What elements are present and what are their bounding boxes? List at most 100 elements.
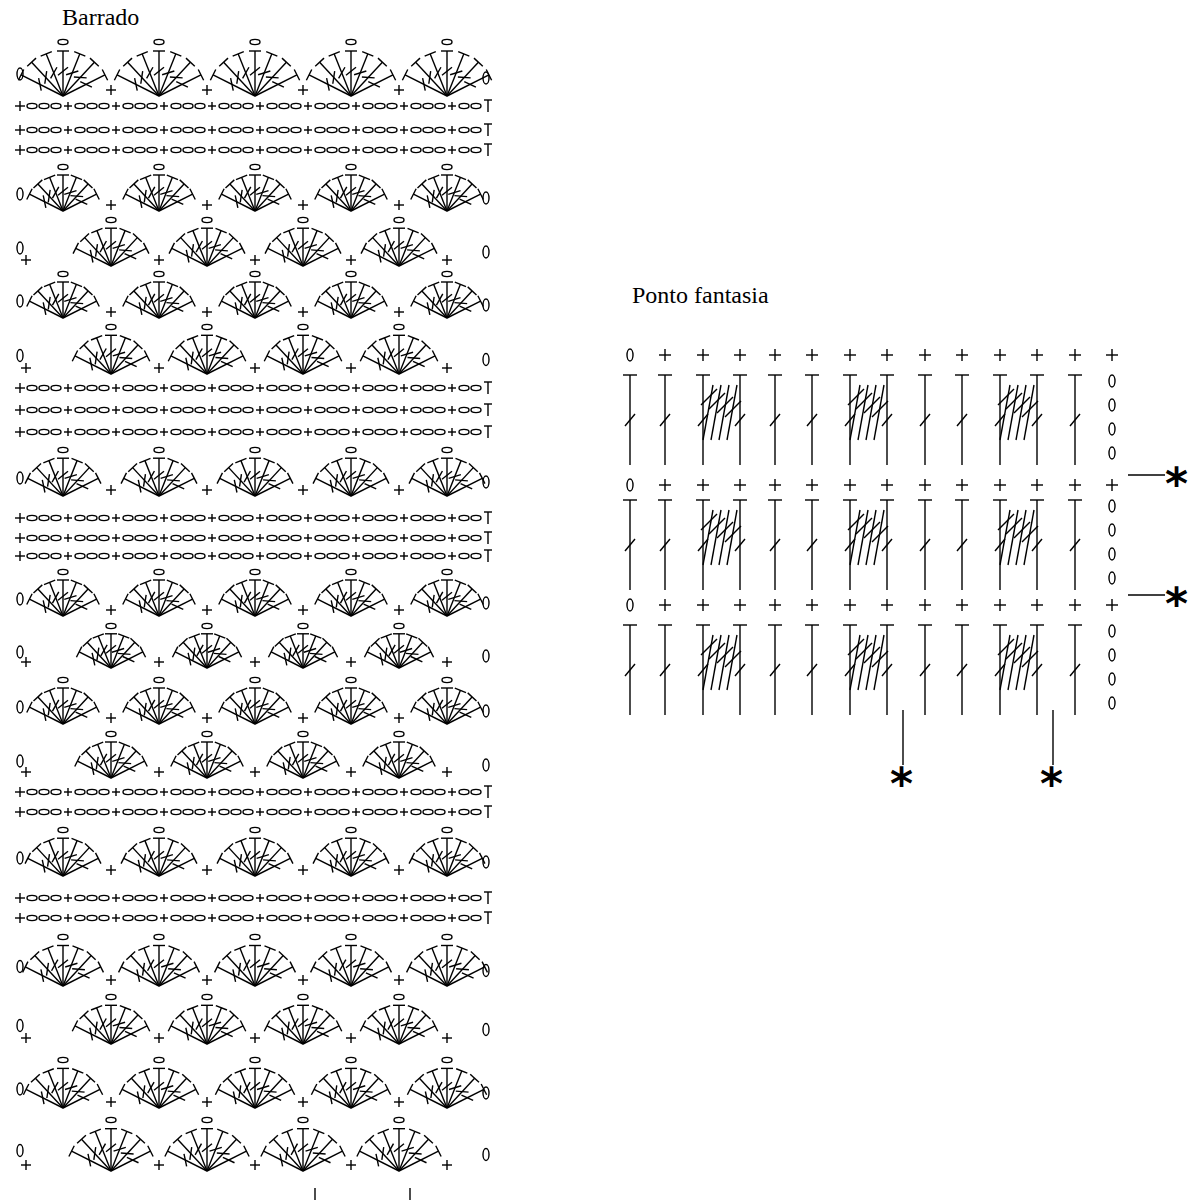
chain-symbol bbox=[17, 68, 23, 80]
chain-symbol bbox=[387, 147, 397, 152]
chain-symbol bbox=[394, 217, 404, 222]
double-crochet-symbol bbox=[210, 70, 215, 81]
double-crochet-symbol bbox=[201, 335, 213, 336]
single-crochet-symbol bbox=[398, 307, 399, 317]
double-crochet-symbol bbox=[240, 474, 242, 487]
double-crochet-symbol bbox=[411, 58, 420, 66]
double-crochet-symbol bbox=[96, 473, 101, 484]
chain-symbol bbox=[87, 915, 97, 920]
single-crochet-symbol bbox=[206, 713, 207, 723]
chain-symbol bbox=[375, 535, 385, 540]
single-crochet-symbol bbox=[158, 657, 159, 667]
chain-symbol bbox=[75, 553, 85, 558]
double-crochet-symbol bbox=[133, 848, 159, 876]
chain-symbol bbox=[471, 429, 481, 434]
single-crochet-symbol bbox=[307, 428, 308, 436]
double-crochet-symbol bbox=[484, 511, 492, 512]
double-crochet-symbol bbox=[268, 199, 280, 204]
single-crochet-symbol bbox=[67, 384, 68, 392]
double-crochet-symbol bbox=[63, 291, 88, 318]
double-crochet-symbol bbox=[215, 962, 220, 973]
double-crochet-symbol bbox=[359, 175, 370, 179]
double-crochet-symbol bbox=[130, 287, 139, 295]
chain-symbol bbox=[154, 677, 164, 682]
double-crochet-symbol bbox=[345, 174, 357, 175]
chain-symbol bbox=[327, 407, 337, 412]
double-crochet-symbol bbox=[137, 52, 148, 56]
single-crochet-symbol bbox=[19, 787, 20, 797]
double-crochet-symbol bbox=[217, 853, 222, 864]
double-crochet-symbol bbox=[169, 946, 180, 950]
double-crochet-symbol bbox=[240, 350, 245, 361]
double-crochet-symbol bbox=[244, 960, 250, 971]
chain-symbol bbox=[363, 535, 373, 540]
double-crochet-symbol bbox=[65, 963, 77, 967]
double-crochet-symbol bbox=[92, 653, 95, 666]
double-crochet-symbol bbox=[183, 952, 192, 960]
double-crochet-symbol bbox=[94, 594, 99, 605]
double-crochet-symbol bbox=[413, 361, 425, 366]
chain-symbol bbox=[375, 147, 385, 152]
double-crochet-symbol bbox=[402, 70, 407, 81]
double-crochet-symbol bbox=[427, 458, 438, 462]
double-crochet-symbol bbox=[416, 62, 447, 96]
double-crochet-symbol bbox=[430, 756, 435, 767]
double-crochet-symbol bbox=[484, 549, 492, 550]
double-crochet-symbol bbox=[384, 757, 386, 770]
double-crochet-symbol bbox=[330, 860, 333, 873]
double-crochet-symbol bbox=[70, 600, 83, 602]
double-crochet-symbol bbox=[159, 848, 185, 876]
double-crochet-symbol bbox=[427, 600, 430, 613]
double-crochet-symbol bbox=[338, 582, 351, 616]
double-crochet-symbol bbox=[178, 747, 187, 755]
single-crochet-symbol bbox=[163, 894, 164, 902]
double-crochet-symbol bbox=[235, 302, 238, 315]
double-crochet-symbol bbox=[436, 700, 442, 711]
chain-symbol bbox=[387, 535, 397, 540]
double-crochet-symbol bbox=[257, 855, 269, 859]
double-crochet-symbol bbox=[188, 742, 199, 746]
double-crochet-symbol bbox=[159, 194, 193, 211]
chain-symbol bbox=[387, 809, 397, 814]
single-crochet-symbol bbox=[115, 126, 116, 134]
double-crochet-symbol bbox=[50, 284, 63, 318]
chain-symbol bbox=[135, 915, 145, 920]
chain-symbol bbox=[315, 789, 325, 794]
chain-symbol bbox=[147, 535, 157, 540]
chain-symbol bbox=[375, 553, 385, 558]
double-crochet-symbol bbox=[419, 956, 447, 986]
double-crochet-symbol bbox=[425, 969, 428, 982]
chain-symbol bbox=[243, 407, 253, 412]
double-crochet-symbol bbox=[263, 688, 274, 692]
double-crochet-symbol bbox=[62, 458, 63, 496]
double-crochet-symbol bbox=[148, 471, 154, 482]
double-crochet-symbol bbox=[97, 231, 111, 266]
double-crochet-symbol bbox=[159, 54, 176, 96]
double-crochet-symbol bbox=[254, 580, 255, 616]
chain-symbol bbox=[39, 407, 49, 412]
double-crochet-symbol bbox=[207, 751, 232, 778]
single-crochet-symbol bbox=[355, 384, 356, 392]
double-crochet-symbol bbox=[255, 697, 280, 724]
chain-symbol bbox=[339, 809, 349, 814]
double-crochet-symbol bbox=[172, 647, 177, 658]
single-crochet-symbol bbox=[67, 406, 68, 414]
double-crochet-symbol bbox=[454, 302, 467, 304]
double-crochet-symbol bbox=[48, 190, 50, 203]
double-crochet-symbol bbox=[215, 357, 228, 359]
double-crochet-symbol bbox=[65, 475, 77, 479]
double-crochet-symbol bbox=[378, 358, 381, 371]
double-crochet-symbol bbox=[44, 282, 55, 286]
single-crochet-symbol bbox=[211, 788, 212, 796]
chain-symbol bbox=[279, 385, 289, 390]
double-crochet-symbol bbox=[241, 461, 255, 496]
double-crochet-symbol bbox=[216, 336, 227, 340]
chain-symbol bbox=[39, 915, 49, 920]
chain-symbol bbox=[423, 915, 433, 920]
chain-symbol bbox=[147, 127, 157, 132]
chain-symbol bbox=[279, 915, 289, 920]
double-crochet-symbol bbox=[326, 291, 351, 318]
double-crochet-symbol bbox=[174, 973, 186, 978]
double-crochet-symbol bbox=[188, 653, 191, 666]
double-crochet-symbol bbox=[312, 336, 323, 340]
